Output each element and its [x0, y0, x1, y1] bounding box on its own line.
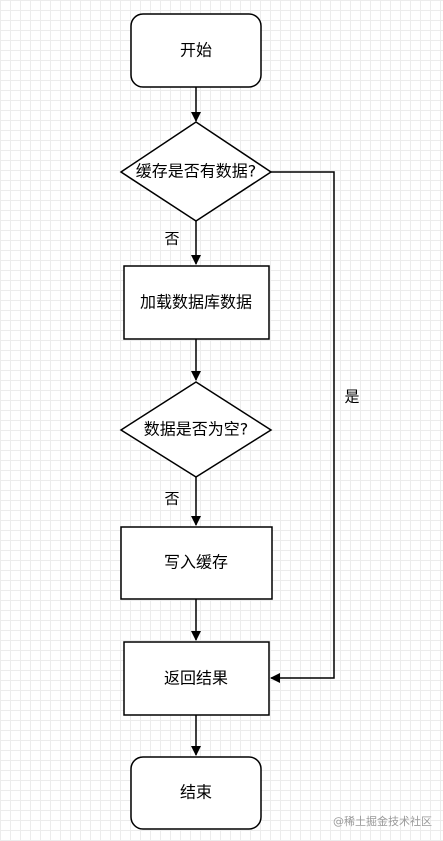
node-start-label: 开始 [180, 41, 212, 60]
node-return-result: 返回结果 [123, 641, 270, 716]
edge-label-cache-no: 否 [164, 230, 179, 248]
node-check-empty-label: 数据是否为空? [144, 420, 249, 439]
edges [191, 87, 335, 756]
node-start: 开始 [130, 13, 262, 88]
node-return-result-label: 返回结果 [164, 669, 228, 688]
edge-check-cache-yes-to-return-result [270, 171, 335, 683]
node-load-db-label: 加载数据库数据 [140, 293, 252, 312]
node-check-cache: 缓存是否有数据? [119, 121, 273, 222]
node-end: 结束 [130, 756, 262, 830]
node-write-cache-label: 写入缓存 [164, 553, 228, 572]
node-check-empty: 数据是否为空? [119, 381, 273, 478]
node-load-db: 加载数据库数据 [123, 265, 270, 340]
edge-label-empty-no: 否 [164, 490, 179, 508]
node-check-cache-label: 缓存是否有数据? [136, 162, 257, 181]
node-end-label: 结束 [180, 783, 212, 802]
edge-label-cache-yes: 是 [344, 388, 359, 406]
watermark-text: @稀土掘金技术社区 [333, 814, 432, 828]
node-write-cache: 写入缓存 [120, 526, 273, 600]
